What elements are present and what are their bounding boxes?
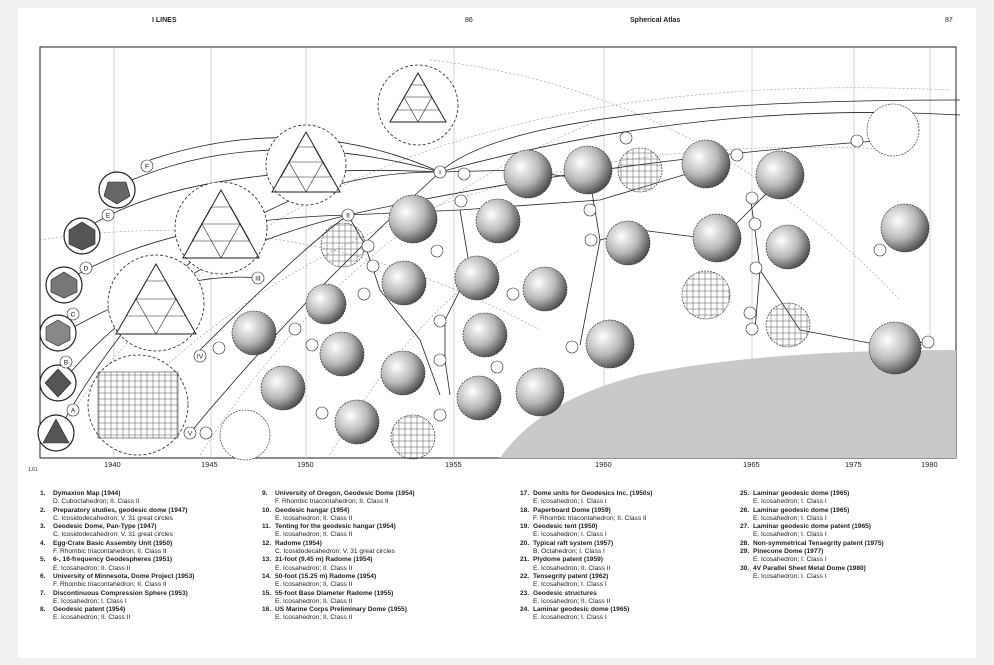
svg-text:A: A (71, 408, 76, 415)
cuboctahedron-icon (50, 271, 78, 299)
year-labels: 1940 1945 1950 1955 1960 1965 1975 1980 (104, 460, 938, 469)
tetrahedron-icon (42, 418, 70, 444)
year-label: 1945 (201, 460, 218, 469)
gray-region (500, 350, 956, 458)
legend-item: 28.Non-symmetrical Tensegrity patent (19… (740, 539, 884, 547)
svg-text:F: F (145, 164, 149, 171)
legend-item: 7.Discontinuous Compression Sphere (1953… (40, 589, 188, 605)
year-label: 1955 (445, 460, 462, 469)
legend-item: 9.University of Oregon, Geodesic Dome (1… (262, 490, 415, 506)
legend-item: 20.Typical raft system (1957)B. Octahedr… (520, 539, 614, 556)
icosidodecahedron-icon (45, 319, 71, 347)
legend-item: 3.Geodesic Dome, Pan-Type (1947)C. Icosi… (40, 523, 173, 539)
year-label: 1960 (595, 460, 612, 469)
legend-item: 17.Dome units for Geodesics Inc. (1950s)… (520, 490, 653, 506)
legend-item: 11.Tenting for the geodesic hangar (1954… (262, 523, 396, 539)
year-label: 1975 (845, 460, 862, 469)
rhombic-triacontahedron-icon (103, 181, 131, 205)
legend-item: 21.Plydome patent (1959)E. Icosahedron; … (520, 556, 611, 572)
type-markers: F E D C B A (59, 159, 154, 417)
legend-item: 8.Geodesic patent (1954)E. Icosahedron; … (40, 606, 131, 622)
legend-item: 22.Tensegrity patent (1962)E. Icosahedro… (520, 572, 609, 589)
great-circle-triangles (87, 64, 459, 456)
legend-item: 6.University of Minnesota, Dome Project … (40, 572, 195, 589)
legend-column-3: 17.Dome units for Geodesics Inc. (1950s)… (520, 490, 735, 623)
svg-text:I: I (439, 170, 441, 177)
legend-item: 15.55-foot Base Diameter Radome (1955)E.… (262, 589, 394, 605)
legend-item: 19.Geodesic tent (1950)E. Icosahedron; I… (520, 523, 607, 539)
legend-item: 1.Dymaxion Map (1944)D. Cuboctahedron; I… (40, 490, 140, 506)
svg-text:E: E (106, 213, 111, 220)
svg-text:C: C (71, 312, 76, 319)
figure-label: 1.61 (28, 467, 38, 473)
svg-text:IV: IV (197, 354, 204, 361)
year-label: 1950 (297, 460, 314, 469)
legend-item: 18.Paperboard Dome (1959)F. Rhombic tria… (520, 506, 647, 522)
polyhedra-column (37, 171, 136, 452)
legend-item: 12.Radome (1954)C. Icosidodecahedron; V.… (262, 539, 395, 556)
svg-text:B: B (64, 360, 68, 367)
legend-item: 29.Pinecone Dome (1977)E. Icosahedron; I… (740, 548, 827, 564)
legend-item: 27.Laminar geodesic dome patent (1965)E.… (740, 523, 871, 539)
legend-item: 5.6-, 16-frequency Geodespheres (1951)E.… (40, 556, 173, 572)
legend-item: 24.Laminar geodesic dome (1965)E. Icosah… (520, 606, 630, 622)
book-title: Spherical Atlas (630, 17, 681, 24)
node-labels: I II III IV V (183, 131, 935, 440)
octahedron-icon (44, 368, 72, 398)
year-label: 1980 (921, 460, 938, 469)
legend-item: 16.US Marine Corps Preliminary Dome (195… (262, 606, 407, 622)
legend-column-4: 25.Laminar geodesic dome (1965)E. Icosah… (740, 490, 955, 581)
legend-item: 4.Egg-Crate Basic Assembly Unit (1950)F.… (40, 539, 173, 556)
legend-column-2: 9.University of Oregon, Geodesic Dome (1… (262, 490, 477, 623)
svg-text:D: D (84, 266, 89, 273)
year-label: 1940 (104, 460, 121, 469)
page-number-right: 87 (945, 17, 953, 24)
legend-item: 26.Laminar geodesic dome (1965)E. Icosah… (740, 506, 850, 522)
svg-text:V: V (188, 431, 193, 438)
legend-item: 13.31-foot (9.45 m) Radome (1954)E. Icos… (262, 556, 373, 572)
legend-item: 30.4V Parallel Sheet Metal Dome (1980)E.… (740, 564, 866, 580)
legend-item: 2.Preparatory studies, geodesic dome (19… (40, 506, 188, 522)
svg-text:II: II (346, 213, 350, 220)
class-marker: I II III IV V (183, 165, 447, 440)
icosahedron-icon (68, 221, 96, 251)
legend-item: 25.Laminar geodesic dome (1965)E. Icosah… (740, 490, 850, 506)
diagram-frame (39, 46, 957, 459)
year-label: 1965 (743, 460, 760, 469)
legend-item: 10.Geodesic hangar (1954)E. Icosahedron;… (262, 506, 353, 522)
dome-spheres (219, 103, 930, 461)
legend-column-1: 1.Dymaxion Map (1944)D. Cuboctahedron; I… (40, 490, 255, 623)
legend-item: 14.50-foot (15.25 m) Radome (1954)E. Ico… (262, 572, 377, 589)
svg-text:III: III (255, 276, 261, 283)
page-number-left: 86 (465, 17, 473, 24)
section-header: I LINES (152, 17, 177, 24)
